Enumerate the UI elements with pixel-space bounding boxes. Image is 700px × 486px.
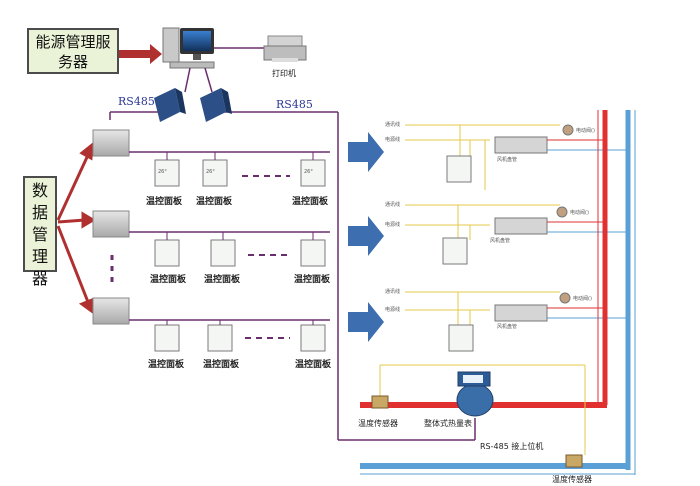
zone-2 — [405, 204, 628, 265]
rs485-converter-right — [200, 88, 232, 122]
temp-sensor-label: 温度传感器 — [552, 475, 592, 484]
module-row-3 — [92, 297, 330, 325]
module-row-2 — [92, 210, 330, 238]
temp-sensor-2 — [565, 454, 583, 468]
panel-label: 温控面板 — [148, 360, 185, 370]
temp-sensor-label: 温度传感器 — [358, 419, 398, 428]
panel-label: 温控面板 — [295, 360, 332, 370]
power-line-label: 电源线 — [385, 307, 401, 313]
module-row-1 — [92, 129, 330, 157]
thermostat-reading: 26° — [206, 169, 215, 175]
ellipsis-dashes — [110, 175, 290, 339]
rs485-converter-left — [154, 88, 186, 122]
thermostat-drops — [166, 152, 314, 325]
thermostats — [154, 159, 326, 352]
server-pointer-arrow — [119, 44, 162, 64]
rs485-left-label: RS485 — [118, 95, 155, 108]
energy-server-label: 能源管理服务器 — [27, 28, 119, 74]
heat-meter-icon — [456, 371, 494, 417]
thermostat-reading: 26° — [304, 169, 313, 175]
valve-label: 电动阀() — [573, 296, 592, 302]
printer-icon — [263, 35, 307, 62]
fan-coil-label: 风机盘管 — [497, 157, 518, 163]
comm-line-label: 通讯线 — [385, 202, 401, 208]
flow-arrows — [348, 132, 384, 342]
panel-label: 温控面板 — [196, 197, 233, 207]
temp-sensor-1 — [371, 364, 586, 455]
panel-label: 温控面板 — [294, 275, 331, 285]
printer-label: 打印机 — [272, 69, 296, 78]
fan-coil-label: 风机盘管 — [497, 324, 518, 330]
rs485-right-label: RS485 — [276, 98, 313, 111]
power-line-label: 电源线 — [385, 137, 401, 143]
power-line-label: 电源线 — [385, 222, 401, 228]
panel-label: 温控面板 — [150, 275, 187, 285]
pc-icon — [162, 27, 265, 93]
rs485-bus — [109, 105, 476, 441]
valve-label: 电动阀() — [576, 128, 595, 134]
zone-3 — [405, 291, 628, 352]
panel-label: 温控面板 — [203, 360, 240, 370]
comm-line-label: 通讯线 — [385, 289, 401, 295]
comm-line-label: 通讯线 — [385, 122, 401, 128]
pipes — [360, 110, 636, 475]
panel-label: 温控面板 — [292, 197, 329, 207]
panel-label: 温控面板 — [146, 197, 183, 207]
heat-meter-label: 整体式热量表 — [424, 419, 472, 428]
rs485-upper-label: RS-485 接上位机 — [480, 442, 544, 451]
fan-coil-label: 风机盘管 — [490, 238, 511, 244]
zone-1 — [405, 124, 628, 190]
valve-label: 电动阀() — [570, 210, 589, 216]
panel-label: 温控面板 — [204, 275, 241, 285]
manager-arrows — [56, 141, 96, 316]
data-manager-label: 数据管理器 — [23, 176, 57, 288]
thermostat-reading: 26° — [158, 169, 167, 175]
